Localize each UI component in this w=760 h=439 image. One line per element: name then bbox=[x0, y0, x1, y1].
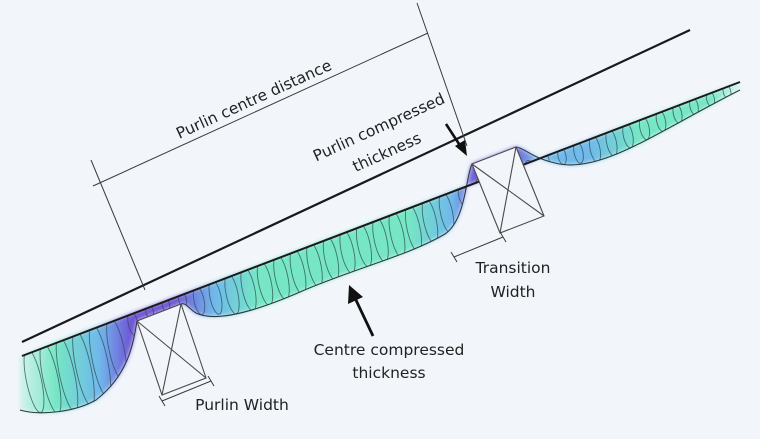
centre-compressed-label-line2: thickness bbox=[352, 364, 425, 382]
purlin-centre-distance-dimension bbox=[90, 2, 468, 291]
transition-width-dimension bbox=[450, 231, 507, 263]
transition-label-line2: Width bbox=[490, 283, 535, 301]
purlin-width-label: Purlin Width bbox=[195, 396, 289, 414]
purlin-centre-distance-label: Purlin centre distance bbox=[173, 56, 334, 142]
roof-sheet-outer bbox=[21, 29, 691, 343]
roof-sheet-inner bbox=[21, 81, 741, 357]
purlin-compressed-arrow bbox=[444, 123, 467, 156]
purlin-width-dimension bbox=[158, 375, 215, 407]
transition-label-line1: Transition bbox=[475, 259, 551, 277]
centre-compressed-arrow bbox=[348, 285, 375, 337]
purlin-left bbox=[136, 303, 207, 396]
centre-compressed-label-line1: Centre compressed bbox=[314, 341, 465, 359]
purlin-right bbox=[471, 146, 545, 234]
